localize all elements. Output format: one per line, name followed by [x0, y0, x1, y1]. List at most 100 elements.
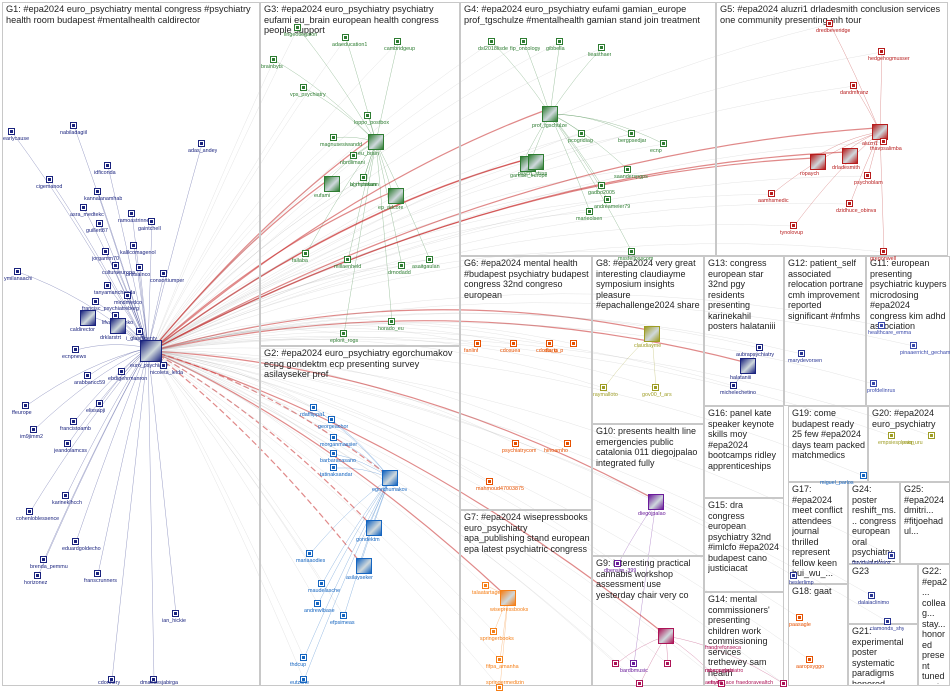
node-marker[interactable]: [318, 580, 325, 587]
node-marker[interactable]: [104, 282, 111, 289]
node-avatar-icon[interactable]: [810, 154, 826, 170]
node-marker[interactable]: [586, 208, 593, 215]
node-marker[interactable]: [756, 344, 763, 351]
node-marker[interactable]: [72, 538, 79, 545]
node-marker[interactable]: [310, 404, 317, 411]
node-marker[interactable]: [294, 24, 301, 31]
node-marker[interactable]: [578, 130, 585, 137]
node-marker[interactable]: [512, 440, 519, 447]
node-marker[interactable]: [46, 176, 53, 183]
node-marker[interactable]: [398, 262, 405, 269]
node-avatar-icon[interactable]: [140, 340, 162, 362]
node-marker[interactable]: [84, 372, 91, 379]
node-marker[interactable]: [364, 112, 371, 119]
node-marker[interactable]: [394, 38, 401, 45]
node-marker[interactable]: [426, 256, 433, 263]
node-marker[interactable]: [340, 612, 347, 619]
node-marker[interactable]: [344, 256, 351, 263]
node-marker[interactable]: [40, 556, 47, 563]
node-marker[interactable]: [22, 402, 29, 409]
node-marker[interactable]: [80, 204, 87, 211]
node-marker[interactable]: [160, 362, 167, 369]
node-marker[interactable]: [790, 572, 797, 579]
node-marker[interactable]: [350, 152, 357, 159]
node-marker[interactable]: [300, 676, 307, 683]
node-marker[interactable]: [624, 166, 631, 173]
node-marker[interactable]: [614, 560, 621, 567]
node-marker[interactable]: [564, 440, 571, 447]
node-marker[interactable]: [94, 570, 101, 577]
node-marker[interactable]: [570, 340, 577, 347]
node-marker[interactable]: [14, 268, 21, 275]
node-marker[interactable]: [128, 210, 135, 217]
node-marker[interactable]: [70, 418, 77, 425]
node-avatar-icon[interactable]: [368, 134, 384, 150]
node-marker[interactable]: [628, 130, 635, 137]
node-marker[interactable]: [768, 190, 775, 197]
node-marker[interactable]: [342, 34, 349, 41]
node-marker[interactable]: [796, 614, 803, 621]
node-marker[interactable]: [148, 218, 155, 225]
node-avatar-icon[interactable]: [324, 176, 340, 192]
node-marker[interactable]: [136, 328, 143, 335]
node-marker[interactable]: [860, 472, 867, 479]
node-marker[interactable]: [600, 384, 607, 391]
node-marker[interactable]: [96, 400, 103, 407]
node-marker[interactable]: [598, 44, 605, 51]
node-marker[interactable]: [124, 292, 131, 299]
node-marker[interactable]: [300, 654, 307, 661]
node-marker[interactable]: [928, 432, 935, 439]
node-marker[interactable]: [868, 592, 875, 599]
node-marker[interactable]: [604, 196, 611, 203]
node-marker[interactable]: [510, 340, 517, 347]
node-marker[interactable]: [884, 618, 891, 625]
node-marker[interactable]: [62, 492, 69, 499]
node-marker[interactable]: [26, 508, 33, 515]
node-avatar-icon[interactable]: [356, 558, 372, 574]
node-avatar-icon[interactable]: [528, 154, 544, 170]
node-avatar-icon[interactable]: [80, 310, 96, 326]
node-marker[interactable]: [878, 322, 885, 329]
node-marker[interactable]: [72, 346, 79, 353]
node-avatar-icon[interactable]: [382, 470, 398, 486]
node-avatar-icon[interactable]: [542, 106, 558, 122]
node-marker[interactable]: [70, 122, 77, 129]
node-marker[interactable]: [340, 330, 347, 337]
node-avatar-icon[interactable]: [500, 590, 516, 606]
node-avatar-icon[interactable]: [842, 148, 858, 164]
node-marker[interactable]: [630, 660, 637, 667]
node-marker[interactable]: [150, 676, 157, 683]
node-marker[interactable]: [628, 248, 635, 255]
node-avatar-icon[interactable]: [658, 628, 674, 644]
node-marker[interactable]: [330, 134, 337, 141]
node-marker[interactable]: [664, 660, 671, 667]
node-marker[interactable]: [878, 48, 885, 55]
node-marker[interactable]: [806, 656, 813, 663]
node-marker[interactable]: [330, 464, 337, 471]
node-marker[interactable]: [102, 248, 109, 255]
node-marker[interactable]: [870, 380, 877, 387]
node-avatar-icon[interactable]: [644, 326, 660, 342]
node-marker[interactable]: [360, 174, 367, 181]
node-marker[interactable]: [798, 350, 805, 357]
node-marker[interactable]: [64, 440, 71, 447]
node-marker[interactable]: [198, 140, 205, 147]
node-marker[interactable]: [136, 264, 143, 271]
node-marker[interactable]: [888, 552, 895, 559]
node-marker[interactable]: [520, 38, 527, 45]
node-marker[interactable]: [306, 550, 313, 557]
node-marker[interactable]: [270, 56, 277, 63]
node-marker[interactable]: [850, 82, 857, 89]
node-marker[interactable]: [108, 676, 115, 683]
node-marker[interactable]: [718, 680, 725, 687]
node-marker[interactable]: [330, 450, 337, 457]
node-marker[interactable]: [330, 434, 337, 441]
node-avatar-icon[interactable]: [388, 188, 404, 204]
node-marker[interactable]: [302, 250, 309, 257]
node-marker[interactable]: [598, 182, 605, 189]
node-marker[interactable]: [96, 220, 103, 227]
node-marker[interactable]: [488, 38, 495, 45]
node-marker[interactable]: [888, 432, 895, 439]
node-marker[interactable]: [94, 188, 101, 195]
node-marker[interactable]: [490, 628, 497, 635]
